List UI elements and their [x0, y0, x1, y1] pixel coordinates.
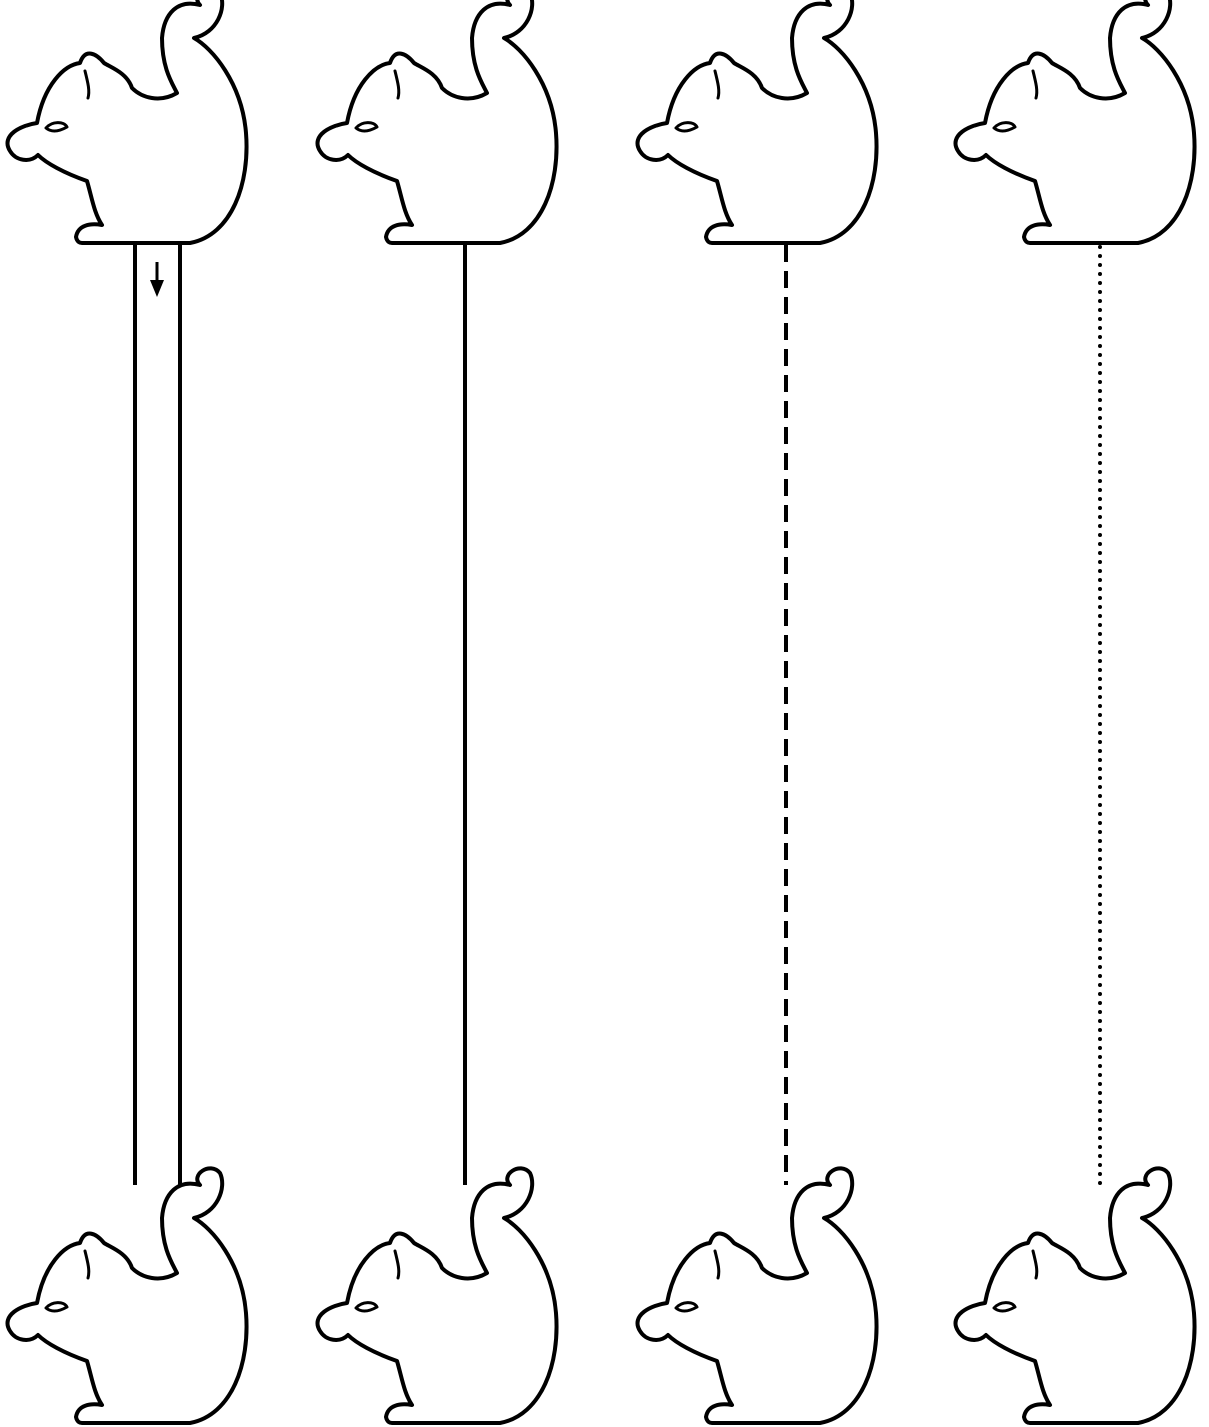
tracing-column-1 — [5, 0, 249, 1425]
squirrel-icon — [5, 0, 249, 245]
tracing-column-2 — [315, 0, 559, 1425]
squirrel-icon — [315, 1166, 559, 1425]
tracing-column-4 — [953, 0, 1197, 1425]
squirrel-icon — [635, 1166, 879, 1425]
squirrel-icon — [635, 0, 879, 245]
squirrel-icon — [5, 1166, 249, 1425]
tracing-column-3 — [635, 0, 879, 1425]
direction-arrow-icon — [150, 262, 164, 297]
squirrel-icon — [953, 1166, 1197, 1425]
squirrel-icon — [953, 0, 1197, 245]
squirrel-icon — [315, 0, 559, 245]
